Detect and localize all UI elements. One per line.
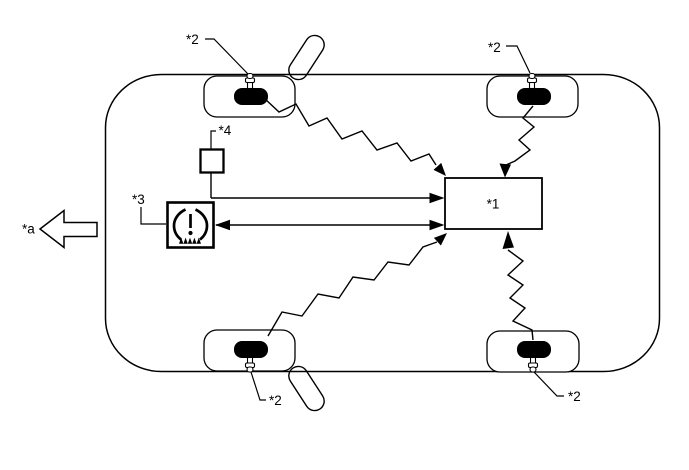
side-mirror-bottom — [288, 365, 325, 412]
vehicle-body-outline — [104, 73, 661, 373]
tire-rr — [517, 341, 551, 358]
rf-signal-fr — [499, 105, 536, 178]
arrowhead — [433, 162, 446, 176]
arrowhead — [429, 192, 445, 204]
tire-fl — [234, 88, 268, 105]
ecu-label: *1 — [487, 197, 500, 212]
sensor-fl-label: *2 — [186, 32, 199, 47]
valve-sensor-rl-icon — [244, 356, 256, 373]
sensor-rr-label: *2 — [568, 389, 581, 404]
sensor-fl-leader-line — [205, 38, 249, 75]
wheel-front-left — [203, 72, 296, 118]
sensor-rr-leader-line — [533, 371, 564, 397]
antenna-leader-line — [210, 130, 216, 149]
arrowhead-right — [429, 219, 445, 231]
valve-sensor-rr-icon — [527, 356, 539, 373]
sensor-fr-label: *2 — [488, 40, 501, 55]
tire-fr — [517, 88, 551, 105]
tire-rl — [234, 341, 268, 358]
arrowhead — [499, 163, 511, 178]
sensor-fr-leader-line — [506, 45, 531, 74]
valve-sensor-fl-icon — [244, 72, 256, 90]
sensor-rl-label: *2 — [269, 393, 282, 408]
ecu-box — [444, 177, 543, 230]
antenna-label: *4 — [219, 123, 232, 138]
wheel-rear-left — [203, 329, 296, 373]
wheel-front-right — [486, 72, 579, 118]
rf-signal-rl — [267, 233, 447, 337]
front-direction-arrow-icon — [38, 208, 98, 250]
warning-light-assembly — [140, 201, 445, 249]
arrowhead — [433, 233, 447, 246]
sensor-rl-leader-line — [250, 371, 266, 401]
rf-signal-rr — [502, 231, 534, 341]
rf-signal-fl — [263, 97, 446, 176]
arrowhead — [502, 231, 514, 249]
warning-light-label: *3 — [132, 192, 145, 207]
front-direction-label: *a — [22, 222, 35, 237]
antenna-box — [199, 148, 225, 174]
tpms-warning-icon — [172, 208, 209, 244]
warning-light-leader-line — [140, 207, 166, 225]
wheel-rear-right — [486, 330, 580, 373]
arrowhead-left — [215, 219, 230, 231]
valve-sensor-fr-icon — [526, 72, 538, 90]
antenna-assembly — [199, 130, 445, 204]
side-mirror-top — [288, 34, 325, 81]
